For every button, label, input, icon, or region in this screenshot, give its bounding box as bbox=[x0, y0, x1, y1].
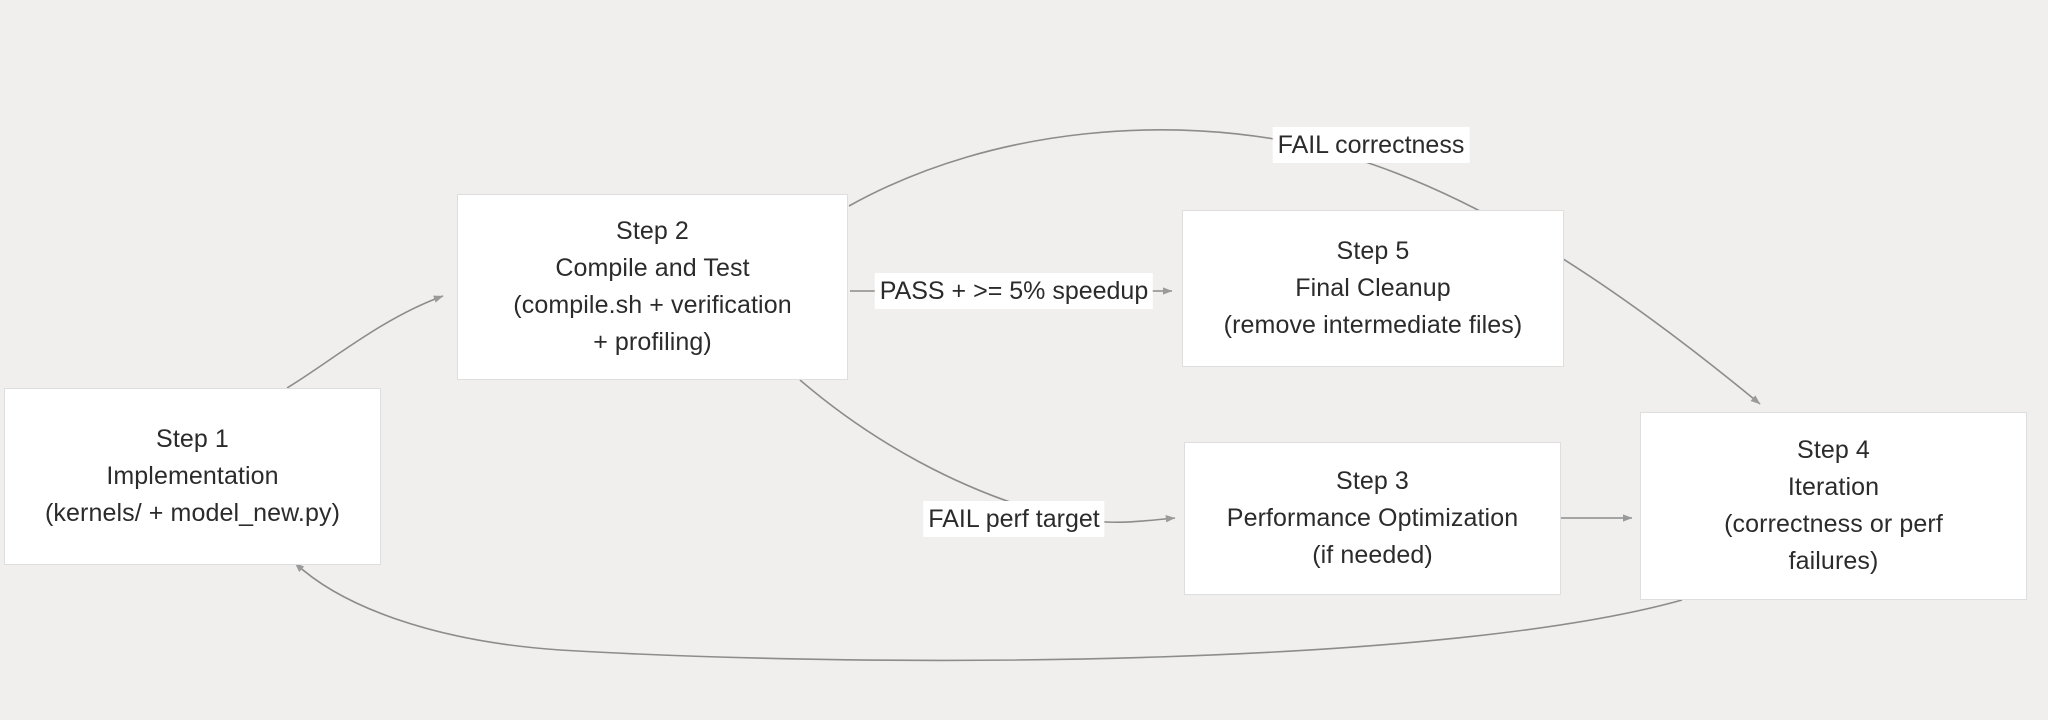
edge-step1-to-step2 bbox=[286, 295, 444, 389]
edge-label-pass-speedup: PASS + >= 5% speedup bbox=[874, 273, 1154, 309]
node-step5-line-1: Step 5 bbox=[1336, 237, 1410, 265]
node-step1-line-1: Step 1 bbox=[156, 425, 229, 453]
node-step3-line-1: Step 3 bbox=[1336, 467, 1409, 495]
node-step3-line-2: Performance Optimization bbox=[1226, 504, 1519, 532]
node-step5[interactable]: Step 5 Final Cleanup (remove intermediat… bbox=[1182, 210, 1564, 367]
node-step4-line-3: (correctness or perf bbox=[1724, 510, 1943, 538]
edge-label-fail-perf-target: FAIL perf target bbox=[923, 501, 1105, 537]
node-step1-line-3: (kernels/ + model_new.py) bbox=[44, 499, 340, 527]
node-step2-line-1: Step 2 bbox=[616, 217, 689, 245]
node-step3-line-3: (if needed) bbox=[1312, 541, 1433, 569]
node-step3[interactable]: Step 3 Performance Optimization (if need… bbox=[1184, 442, 1561, 595]
node-step4-line-2: Iteration bbox=[1787, 473, 1880, 501]
node-step4-line-1: Step 4 bbox=[1797, 436, 1870, 464]
node-step5-line-3: (remove intermediate files) bbox=[1223, 311, 1523, 339]
node-step2-line-4: + profiling) bbox=[593, 328, 712, 356]
node-step2[interactable]: Step 2 Compile and Test (compile.sh + ve… bbox=[457, 194, 848, 380]
node-step1[interactable]: Step 1 Implementation (kernels/ + model_… bbox=[4, 388, 381, 565]
node-step4-line-4: failures) bbox=[1788, 547, 1879, 575]
node-step2-line-3: (compile.sh + verification bbox=[513, 291, 792, 319]
node-step1-line-2: Implementation bbox=[106, 462, 279, 490]
node-step2-line-2: Compile and Test bbox=[555, 254, 750, 282]
node-step5-line-2: Final Cleanup bbox=[1295, 274, 1451, 302]
edge-label-fail-correctness: FAIL correctness bbox=[1272, 127, 1470, 163]
node-step4[interactable]: Step 4 Iteration (correctness or perf fa… bbox=[1640, 412, 2027, 600]
